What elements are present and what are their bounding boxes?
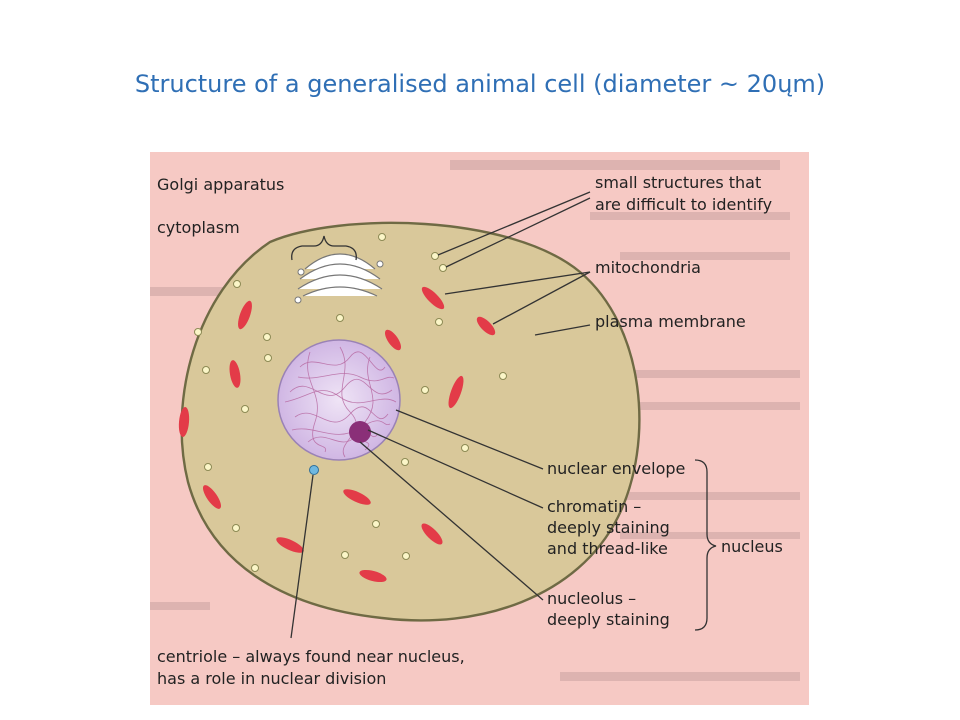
mitochondrion [229,360,241,388]
mitochondrion [178,407,190,437]
label-chromatin-line-3: and thread-like [547,539,668,558]
mitochondrion [238,300,252,330]
slide-title: Structure of a generalised animal cell (… [134,70,826,98]
label-golgi-apparatus: Golgi apparatus [157,175,284,194]
label-small-structures-line-2: are difficult to identify [595,195,772,214]
label-centriole-line-1: centriole – always found near nucleus, [157,647,465,666]
nucleus-brace [694,459,717,631]
label-mitochondria: mitochondria [595,258,701,277]
bleed-through-texture [150,160,800,681]
label-plasma-membrane: plasma membrane [595,312,746,331]
mitochondrion [421,286,445,310]
cell-diagram: Golgi apparatus cytoplasm small structur… [150,152,809,705]
golgi-brace [291,235,357,261]
nucleus [277,339,401,461]
label-nucleus: nucleus [721,537,783,556]
label-nuclear-envelope: nuclear envelope [547,459,685,478]
mitochondrion [343,489,371,505]
label-small-structures-line-1: small structures that [595,173,761,192]
label-nucleolus-line-1: nucleolus – [547,589,636,608]
mitochondrion [359,569,387,583]
cell-cytoplasm [180,221,641,622]
label-centriole-line-2: has a role in nuclear division [157,669,386,688]
mitochondrion [476,316,496,336]
mitochondrion [276,537,304,553]
nucleolus [349,421,371,443]
mitochondrion [384,329,402,351]
centriole [309,465,319,475]
leader-lines [290,191,591,639]
mitochondrion [202,485,222,509]
small-structures-group [194,233,507,572]
label-cytoplasm: cytoplasm [157,218,240,237]
mitochondrion [448,375,464,409]
mitochondria-group [178,286,496,583]
mitochondrion [421,523,443,545]
label-nucleolus-line-2: deeply staining [547,610,670,629]
label-chromatin-line-1: chromatin – [547,497,641,516]
golgi-apparatus [294,253,384,304]
label-chromatin-line-2: deeply staining [547,518,670,537]
